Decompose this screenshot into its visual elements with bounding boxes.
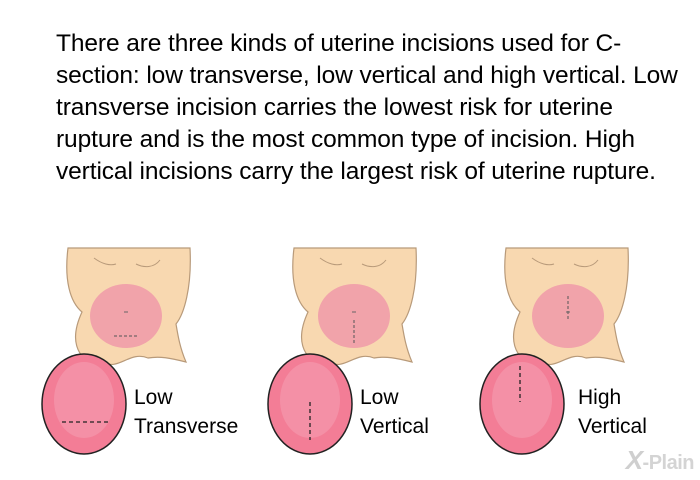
- xplain-logo: X-Plain: [625, 445, 695, 476]
- logo-text: -Plain: [642, 452, 695, 474]
- uterus-small: [90, 284, 162, 348]
- figure-low-transverse: Low Transverse: [40, 240, 270, 480]
- label-line-1: Low: [134, 386, 173, 409]
- label-line-1: Low: [360, 386, 399, 409]
- label-line-2: Vertical: [578, 415, 647, 438]
- label-line-1: High: [578, 386, 622, 409]
- label-line-2: Vertical: [360, 415, 429, 438]
- logo-mark: X: [625, 445, 643, 475]
- label-line-2: Transverse: [134, 415, 239, 438]
- uterus-small: [318, 284, 390, 348]
- figure-label: Low Vertical: [360, 383, 429, 441]
- torso-illustration: [41, 247, 191, 455]
- torso-illustration: [267, 247, 417, 455]
- intro-paragraph: There are three kinds of uterine incisio…: [56, 30, 678, 185]
- figure-label: High Vertical: [578, 383, 647, 441]
- figure-label: Low Transverse: [134, 383, 238, 441]
- figure-high-vertical: High Vertical: [478, 240, 700, 480]
- torso-illustration: [479, 247, 629, 455]
- figure-low-vertical: Low Vertical: [266, 240, 496, 480]
